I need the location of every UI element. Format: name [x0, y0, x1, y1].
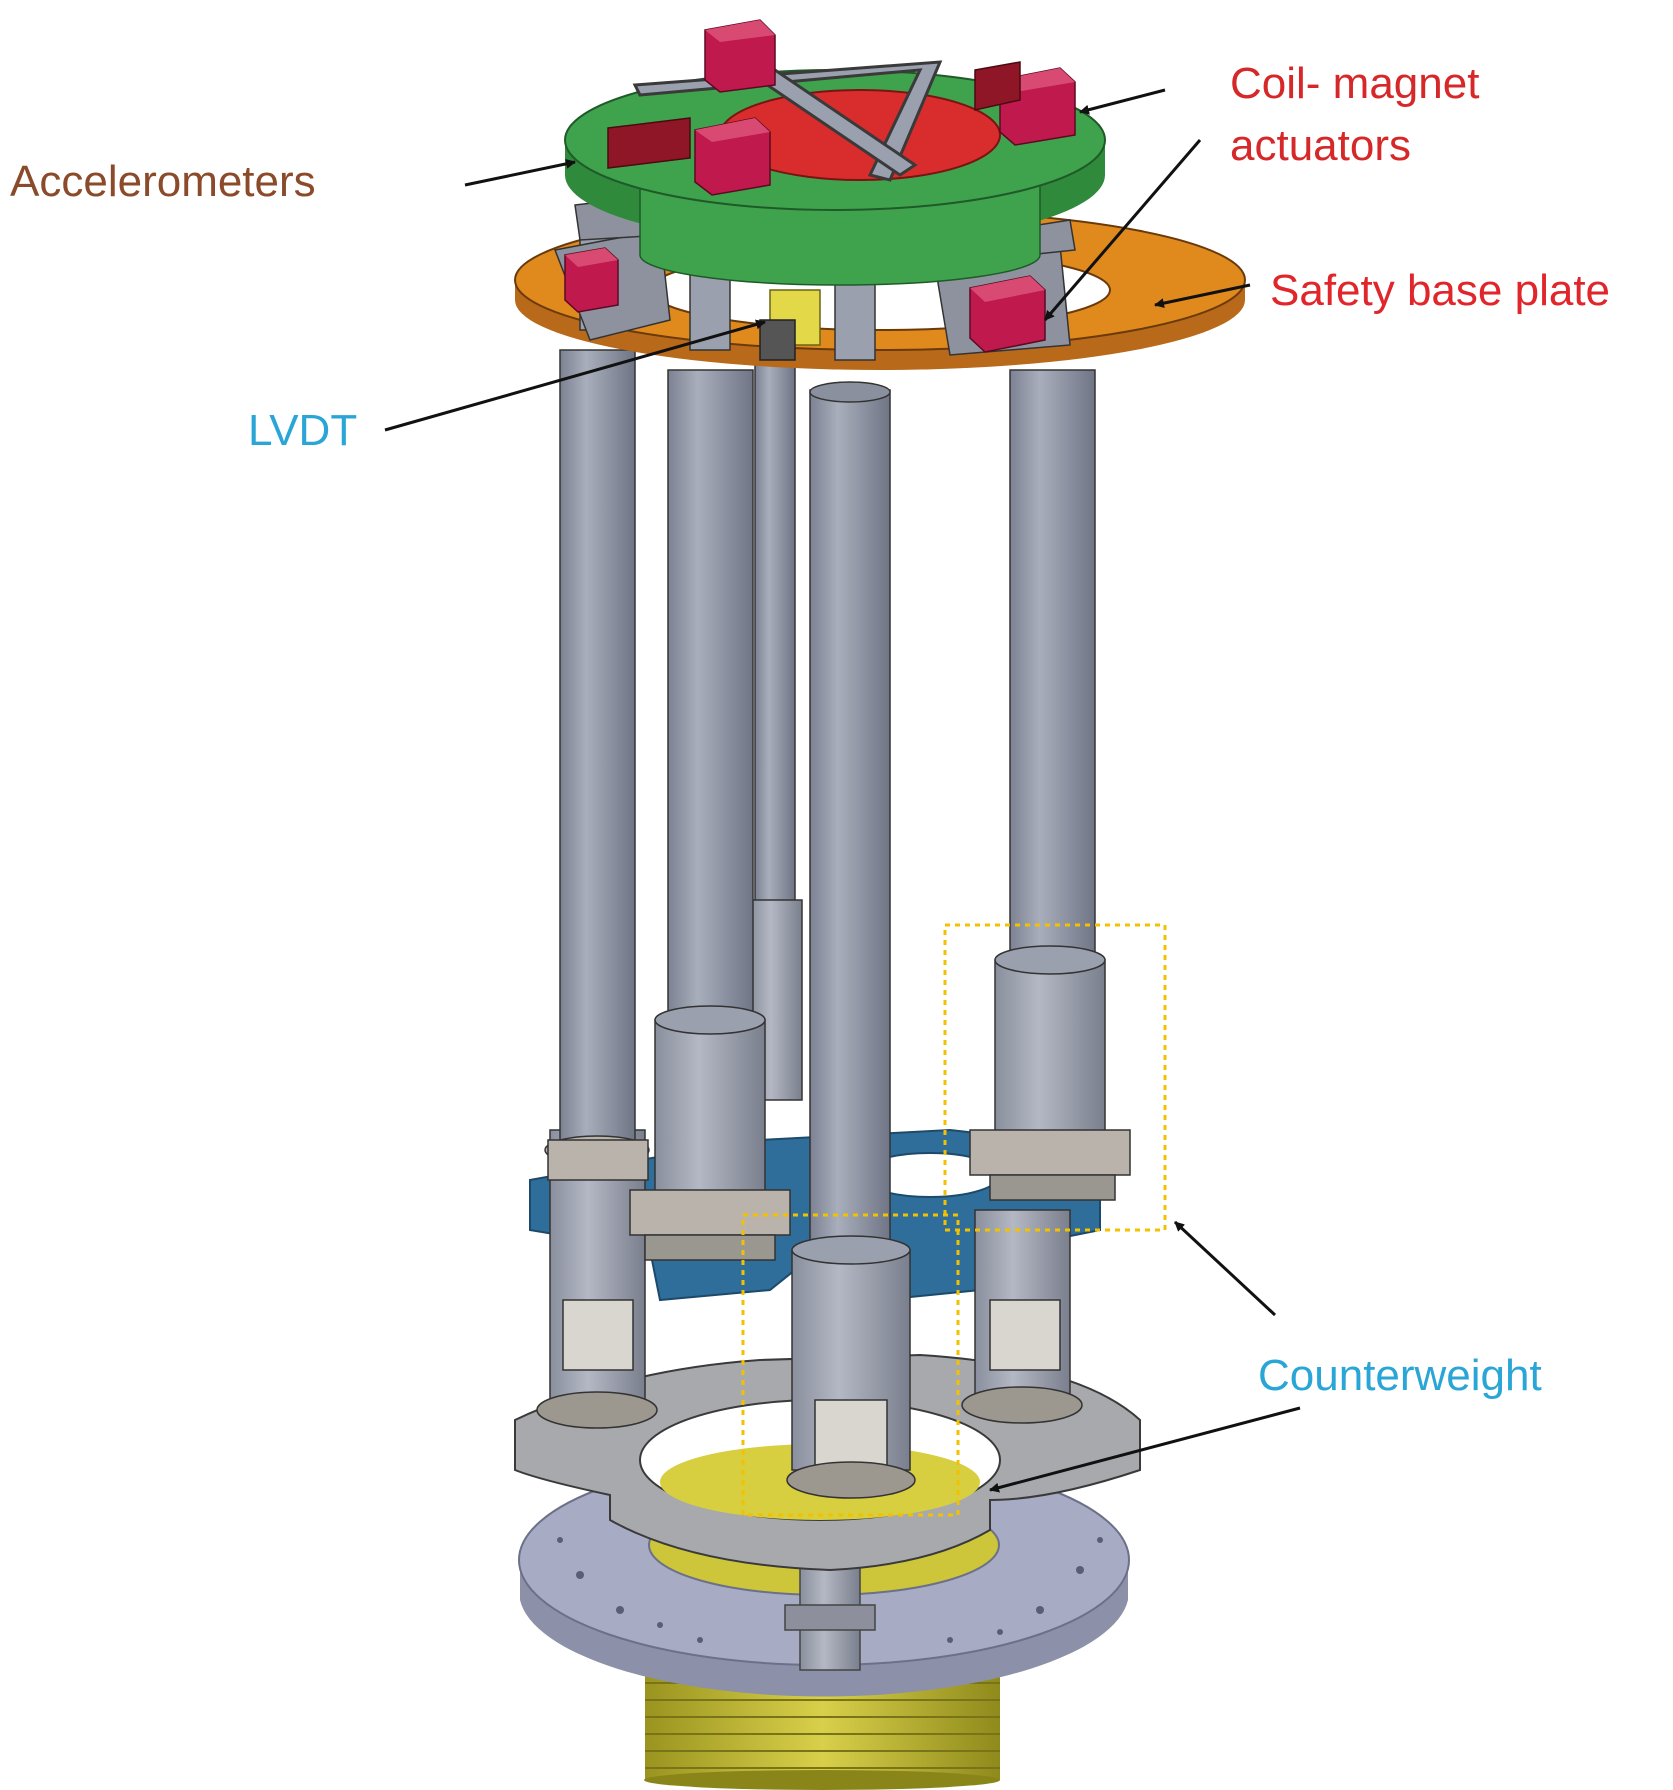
actuator-block — [607, 117, 691, 169]
safety-base-plate-label: Safety base plate — [1270, 266, 1611, 315]
leader-arrows — [384, 88, 1301, 1493]
front-center-column — [786, 381, 916, 1499]
center-left-column — [629, 369, 791, 1261]
right-column — [969, 369, 1131, 1201]
counterweight-arrow-2 — [989, 1406, 1301, 1493]
counterweight-highlight-boxes — [741, 923, 1167, 1517]
safety-base-plate-arrow — [1154, 283, 1251, 309]
coil-magnet-arrow-2 — [1043, 139, 1202, 321]
coil-magnet-label-line2: actuators — [1230, 121, 1411, 170]
coil-magnet-arrow-1 — [1079, 88, 1166, 115]
counterweight-label: Counterweight — [1258, 1351, 1542, 1400]
actuator-block — [974, 61, 1021, 111]
lvdt-sensor — [759, 289, 821, 361]
left-column — [544, 349, 650, 1181]
coil-magnet-label-line1: Coil- magnet — [1230, 59, 1480, 108]
right-lower-sleeve — [961, 1209, 1083, 1424]
actuator-block — [564, 247, 619, 313]
actuator-block — [969, 275, 1046, 353]
actuator-block — [694, 117, 771, 196]
lvdt-label: LVDT — [248, 406, 358, 455]
accelerometers-arrow — [464, 158, 576, 187]
bottom-center-post — [784, 1559, 876, 1671]
counterweight-arrow-1 — [1173, 1220, 1277, 1317]
actuator-block — [704, 19, 776, 93]
accelerometers-label: Accelerometers — [10, 157, 316, 206]
lvdt-arrow — [384, 319, 766, 432]
top-plate-green — [564, 69, 1106, 286]
rear-column — [749, 349, 803, 1101]
actuator-blocks — [564, 19, 1076, 353]
